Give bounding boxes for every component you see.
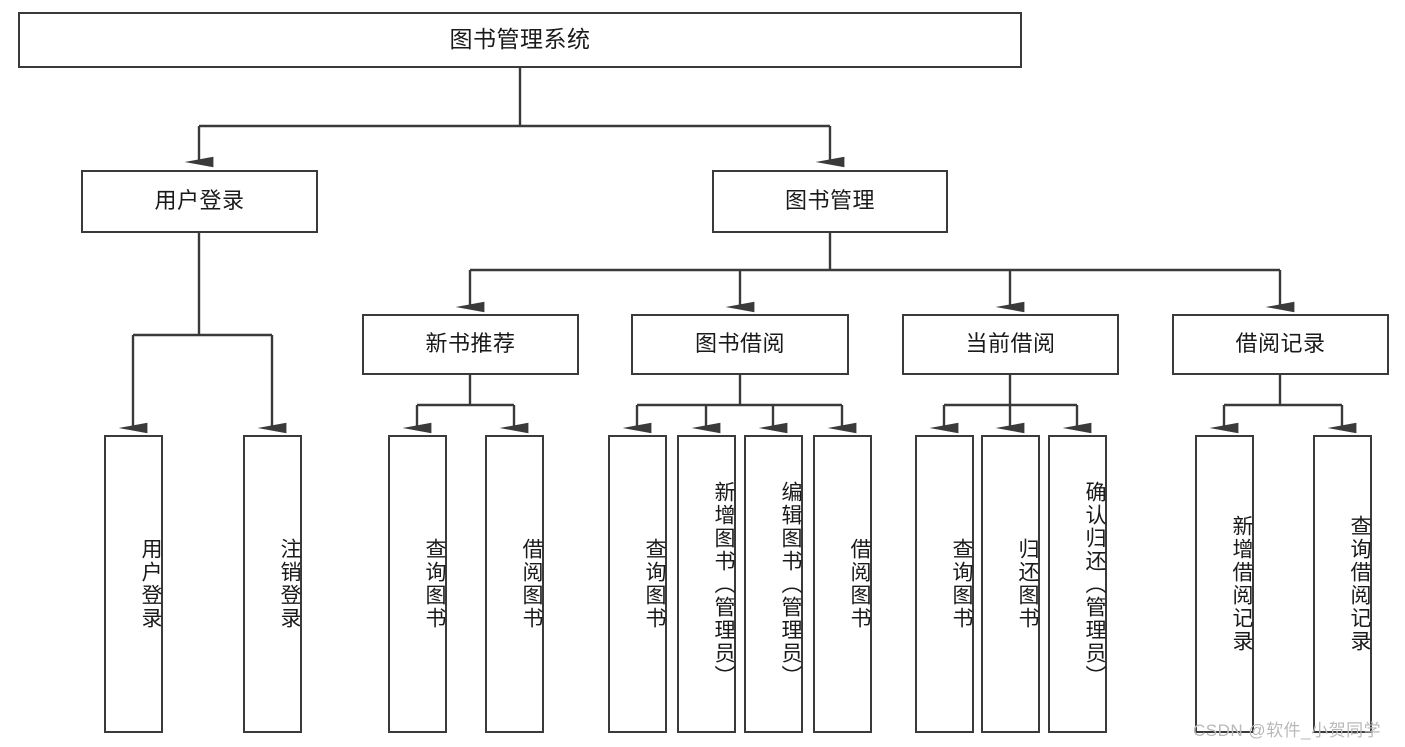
node-book-borrow-label: 图书借阅 (694, 331, 785, 357)
leaf-new-book-borrow[interactable]: 借阅图书 (485, 435, 544, 733)
leaf-book-borrow-edit-label: 编辑图书（管理员） (779, 480, 802, 688)
leaf-new-book-query[interactable]: 查询图书 (388, 435, 447, 733)
leaf-current-borrow-query-label: 查询图书 (950, 538, 973, 630)
leaf-user-login-logout[interactable]: 注销登录 (243, 435, 302, 733)
leaf-current-borrow-return-label: 归还图书 (1016, 538, 1039, 630)
leaf-current-borrow-return[interactable]: 归还图书 (981, 435, 1040, 733)
leaf-book-borrow-query[interactable]: 查询图书 (608, 435, 667, 733)
node-book-management-label: 图书管理 (784, 188, 875, 214)
node-new-book-recommend[interactable]: 新书推荐 (362, 314, 579, 375)
leaf-current-borrow-confirm[interactable]: 确认归还（管理员） (1048, 435, 1107, 733)
node-user-login-label: 用户登录 (154, 188, 245, 214)
node-borrow-record-label: 借阅记录 (1235, 331, 1326, 357)
node-book-management[interactable]: 图书管理 (712, 170, 948, 233)
leaf-book-borrow-add[interactable]: 新增图书（管理员） (677, 435, 736, 733)
node-root[interactable]: 图书管理系统 (18, 12, 1022, 68)
leaf-borrow-record-add-label: 新增借阅记录 (1230, 515, 1253, 653)
node-root-label: 图书管理系统 (449, 26, 591, 53)
node-book-borrow[interactable]: 图书借阅 (631, 314, 849, 375)
leaf-current-borrow-query[interactable]: 查询图书 (915, 435, 974, 733)
leaf-borrow-record-query[interactable]: 查询借阅记录 (1313, 435, 1372, 733)
leaf-new-book-query-label: 查询图书 (423, 538, 446, 630)
leaf-user-login-login[interactable]: 用户登录 (104, 435, 163, 733)
node-current-borrow[interactable]: 当前借阅 (902, 314, 1119, 375)
leaf-borrow-record-add[interactable]: 新增借阅记录 (1195, 435, 1254, 733)
node-new-book-recommend-label: 新书推荐 (425, 331, 516, 357)
leaf-user-login-logout-label: 注销登录 (278, 538, 301, 630)
leaf-current-borrow-confirm-label: 确认归还（管理员） (1083, 480, 1106, 688)
node-user-login[interactable]: 用户登录 (81, 170, 318, 233)
node-borrow-record[interactable]: 借阅记录 (1172, 314, 1389, 375)
leaf-book-borrow-edit[interactable]: 编辑图书（管理员） (744, 435, 803, 733)
leaf-book-borrow-add-label: 新增图书（管理员） (712, 480, 735, 688)
leaf-book-borrow-query-label: 查询图书 (643, 538, 666, 630)
leaf-new-book-borrow-label: 借阅图书 (520, 538, 543, 630)
leaf-book-borrow-borrow-label: 借阅图书 (848, 538, 871, 630)
leaf-user-login-login-label: 用户登录 (139, 538, 162, 630)
leaf-book-borrow-borrow[interactable]: 借阅图书 (813, 435, 872, 733)
leaf-borrow-record-query-label: 查询借阅记录 (1348, 515, 1371, 653)
node-current-borrow-label: 当前借阅 (965, 331, 1056, 357)
